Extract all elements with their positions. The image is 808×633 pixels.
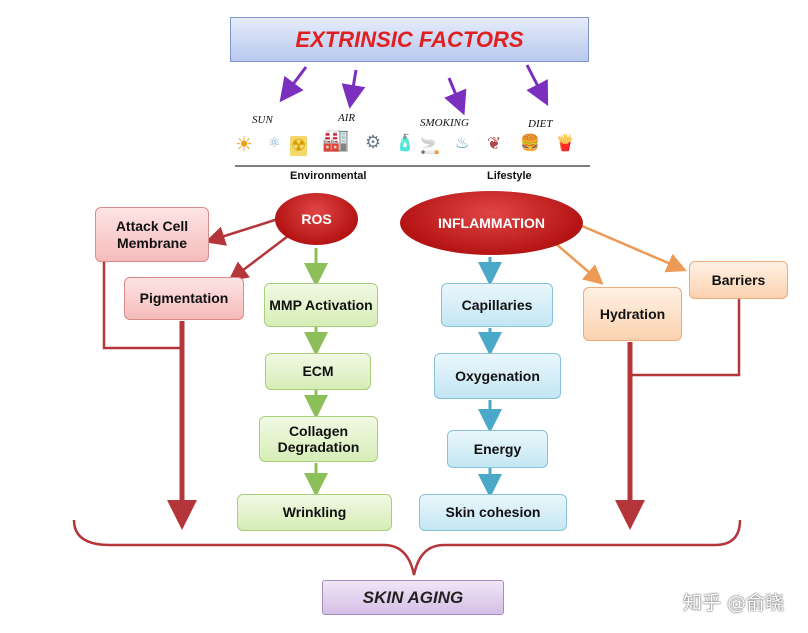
arrow-to-sun bbox=[279, 66, 308, 103]
tools-icon: ⚙ bbox=[365, 132, 382, 152]
factory-icon: 🏭 bbox=[322, 127, 350, 152]
skin-cohesion-box: Skin cohesion bbox=[419, 494, 567, 531]
fast-food-icon: 🍔 bbox=[520, 135, 540, 152]
fries-icon: 🍟 bbox=[555, 135, 575, 152]
arrow-ros-to-attack bbox=[204, 217, 279, 246]
ecm-box: ECM bbox=[265, 353, 371, 390]
sun-icon: ☀ bbox=[235, 134, 253, 156]
wrinkling-box: Wrinkling bbox=[237, 494, 392, 531]
atom-icon: ⚛ bbox=[268, 134, 281, 150]
capillaries-box: Capillaries bbox=[441, 283, 553, 327]
bottle-icon: 🧴 bbox=[395, 135, 415, 152]
arrow-to-diet bbox=[525, 64, 549, 107]
watermark-text: 知乎 @俞晓 bbox=[682, 592, 784, 614]
inflammation-node: INFLAMMATION bbox=[400, 191, 583, 255]
skin-aging-box: SKIN AGING bbox=[322, 580, 504, 615]
category-environmental: Environmental bbox=[290, 170, 367, 182]
arrow-ros-to-pigmentation bbox=[228, 235, 289, 282]
ros-node: ROS bbox=[275, 193, 358, 245]
mmp-activation-box: MMP Activation bbox=[264, 283, 378, 327]
extrinsic-factors-title: EXTRINSIC FACTORS bbox=[230, 17, 589, 62]
factor-smoking-label: SMOKING bbox=[420, 117, 469, 129]
factor-air-label: AIR bbox=[338, 112, 356, 124]
barriers-box: Barriers bbox=[689, 261, 788, 299]
lungs-icon: ❦ bbox=[487, 134, 502, 153]
energy-box: Energy bbox=[447, 430, 548, 468]
skin-aging-brace bbox=[72, 519, 742, 576]
arrow-inflammation-to-barriers bbox=[581, 224, 687, 273]
arrow-to-smoking bbox=[444, 77, 467, 116]
radiation-icon: ☢ bbox=[290, 136, 308, 156]
cigarette-icon: 🚬 bbox=[420, 138, 440, 155]
attack-cell-membrane-box: Attack Cell Membrane bbox=[95, 207, 209, 262]
collagen-degradation-box: Collagen Degradation bbox=[259, 416, 378, 462]
connector-barriers-down bbox=[630, 299, 741, 377]
hydration-box: Hydration bbox=[583, 287, 682, 341]
category-lifestyle: Lifestyle bbox=[487, 170, 532, 182]
pigmentation-box: Pigmentation bbox=[124, 277, 244, 320]
oxygenation-box: Oxygenation bbox=[434, 353, 561, 399]
pipe-icon: ♨ bbox=[455, 135, 470, 152]
factor-diet-label: DIET bbox=[528, 118, 553, 130]
factor-sun-label: SUN bbox=[252, 114, 273, 126]
connector-attack-down bbox=[102, 262, 182, 350]
arrow-to-air bbox=[341, 69, 366, 109]
arrow-inflammation-to-hydration bbox=[554, 242, 604, 285]
